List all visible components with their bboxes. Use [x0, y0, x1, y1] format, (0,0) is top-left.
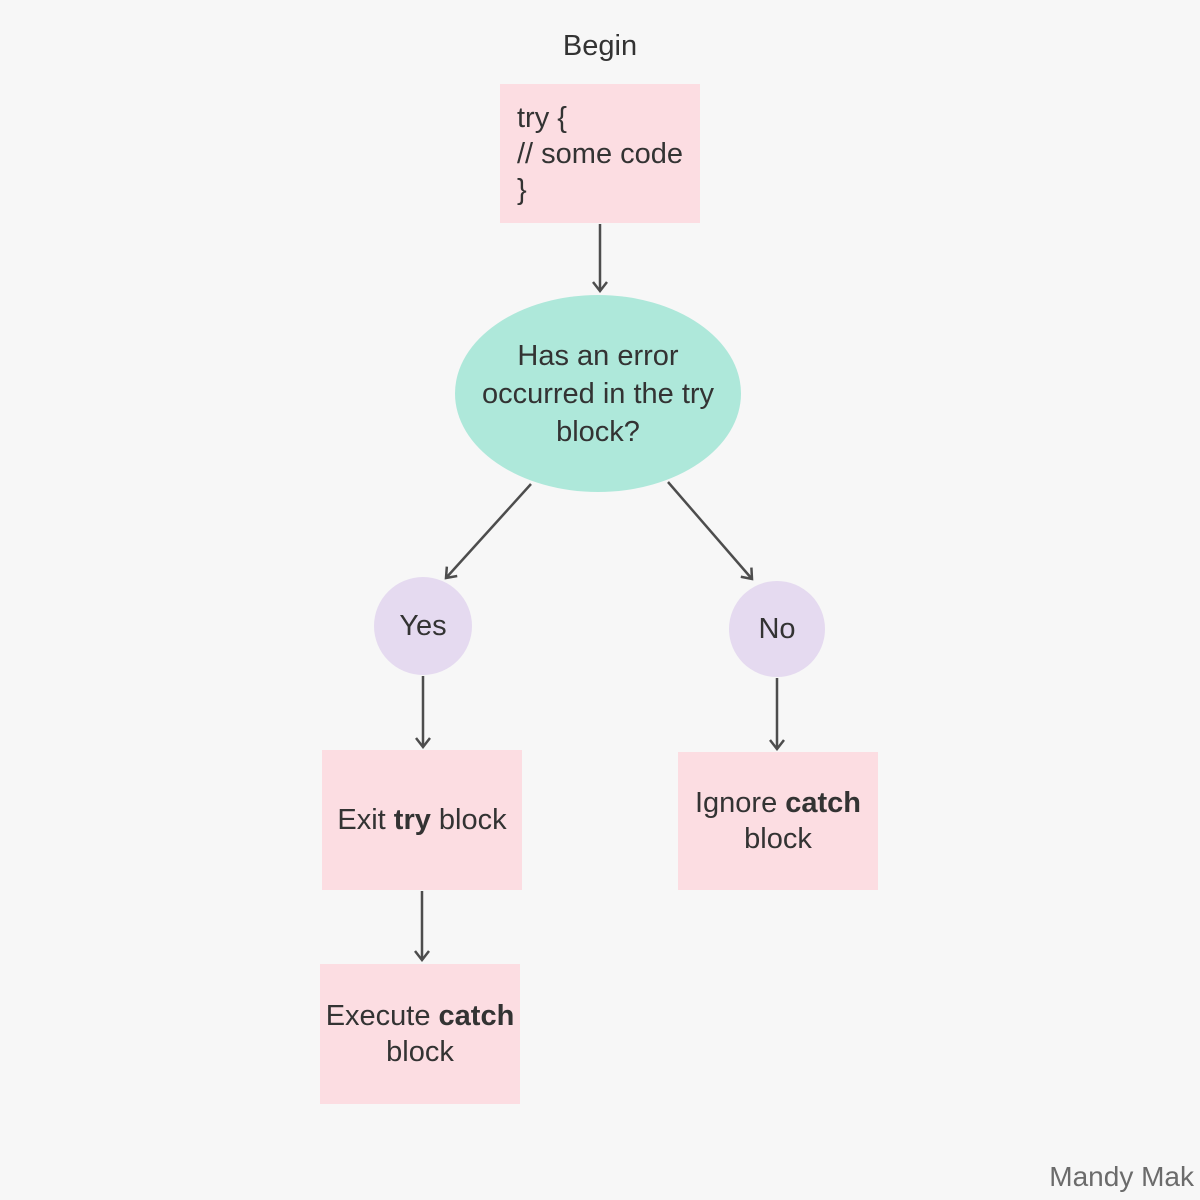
no-label: No [758, 613, 796, 645]
ignore-catch-line1: Ignore catch [678, 785, 878, 821]
exit-try-post: block [430, 804, 507, 836]
exit-try-text: Exit try block [322, 802, 522, 838]
yes-label: Yes [399, 610, 447, 642]
ignore-catch-line2: block [744, 823, 812, 855]
execute-catch-pre: Execute [325, 1000, 439, 1032]
yes-branch-circle: Yes [374, 577, 472, 675]
try-code-line: try { [517, 101, 567, 134]
try-code-line: } [517, 173, 527, 206]
exit-try-box: Exit try block [322, 750, 522, 890]
ignore-catch-box: Ignore catch block [678, 752, 878, 890]
arrow-decision-to-yes [446, 483, 532, 578]
execute-catch-bold: catch [438, 1000, 515, 1032]
try-code-box: try { // some code } [500, 84, 700, 223]
decision-text-line: occurred in the try [481, 377, 715, 410]
execute-catch-line2: block [386, 1036, 454, 1068]
exit-try-pre: Exit [337, 804, 394, 836]
exit-try-bold: try [393, 804, 431, 836]
ignore-catch-pre: Ignore [694, 787, 786, 819]
try-code-line: // some code [517, 137, 684, 170]
author-watermark: Mandy Mak [1049, 1161, 1194, 1192]
execute-catch-box: Execute catch block [320, 964, 520, 1104]
decision-ellipse: Has an error occurred in the try block? [455, 295, 741, 492]
begin-label: Begin [562, 30, 638, 62]
decision-text-line: Has an error [517, 339, 679, 372]
decision-text-line: block? [556, 415, 640, 448]
no-branch-circle: No [729, 581, 825, 677]
execute-catch-line1: Execute catch [320, 998, 520, 1034]
ignore-catch-bold: catch [785, 787, 862, 819]
arrow-decision-to-no [667, 481, 752, 579]
